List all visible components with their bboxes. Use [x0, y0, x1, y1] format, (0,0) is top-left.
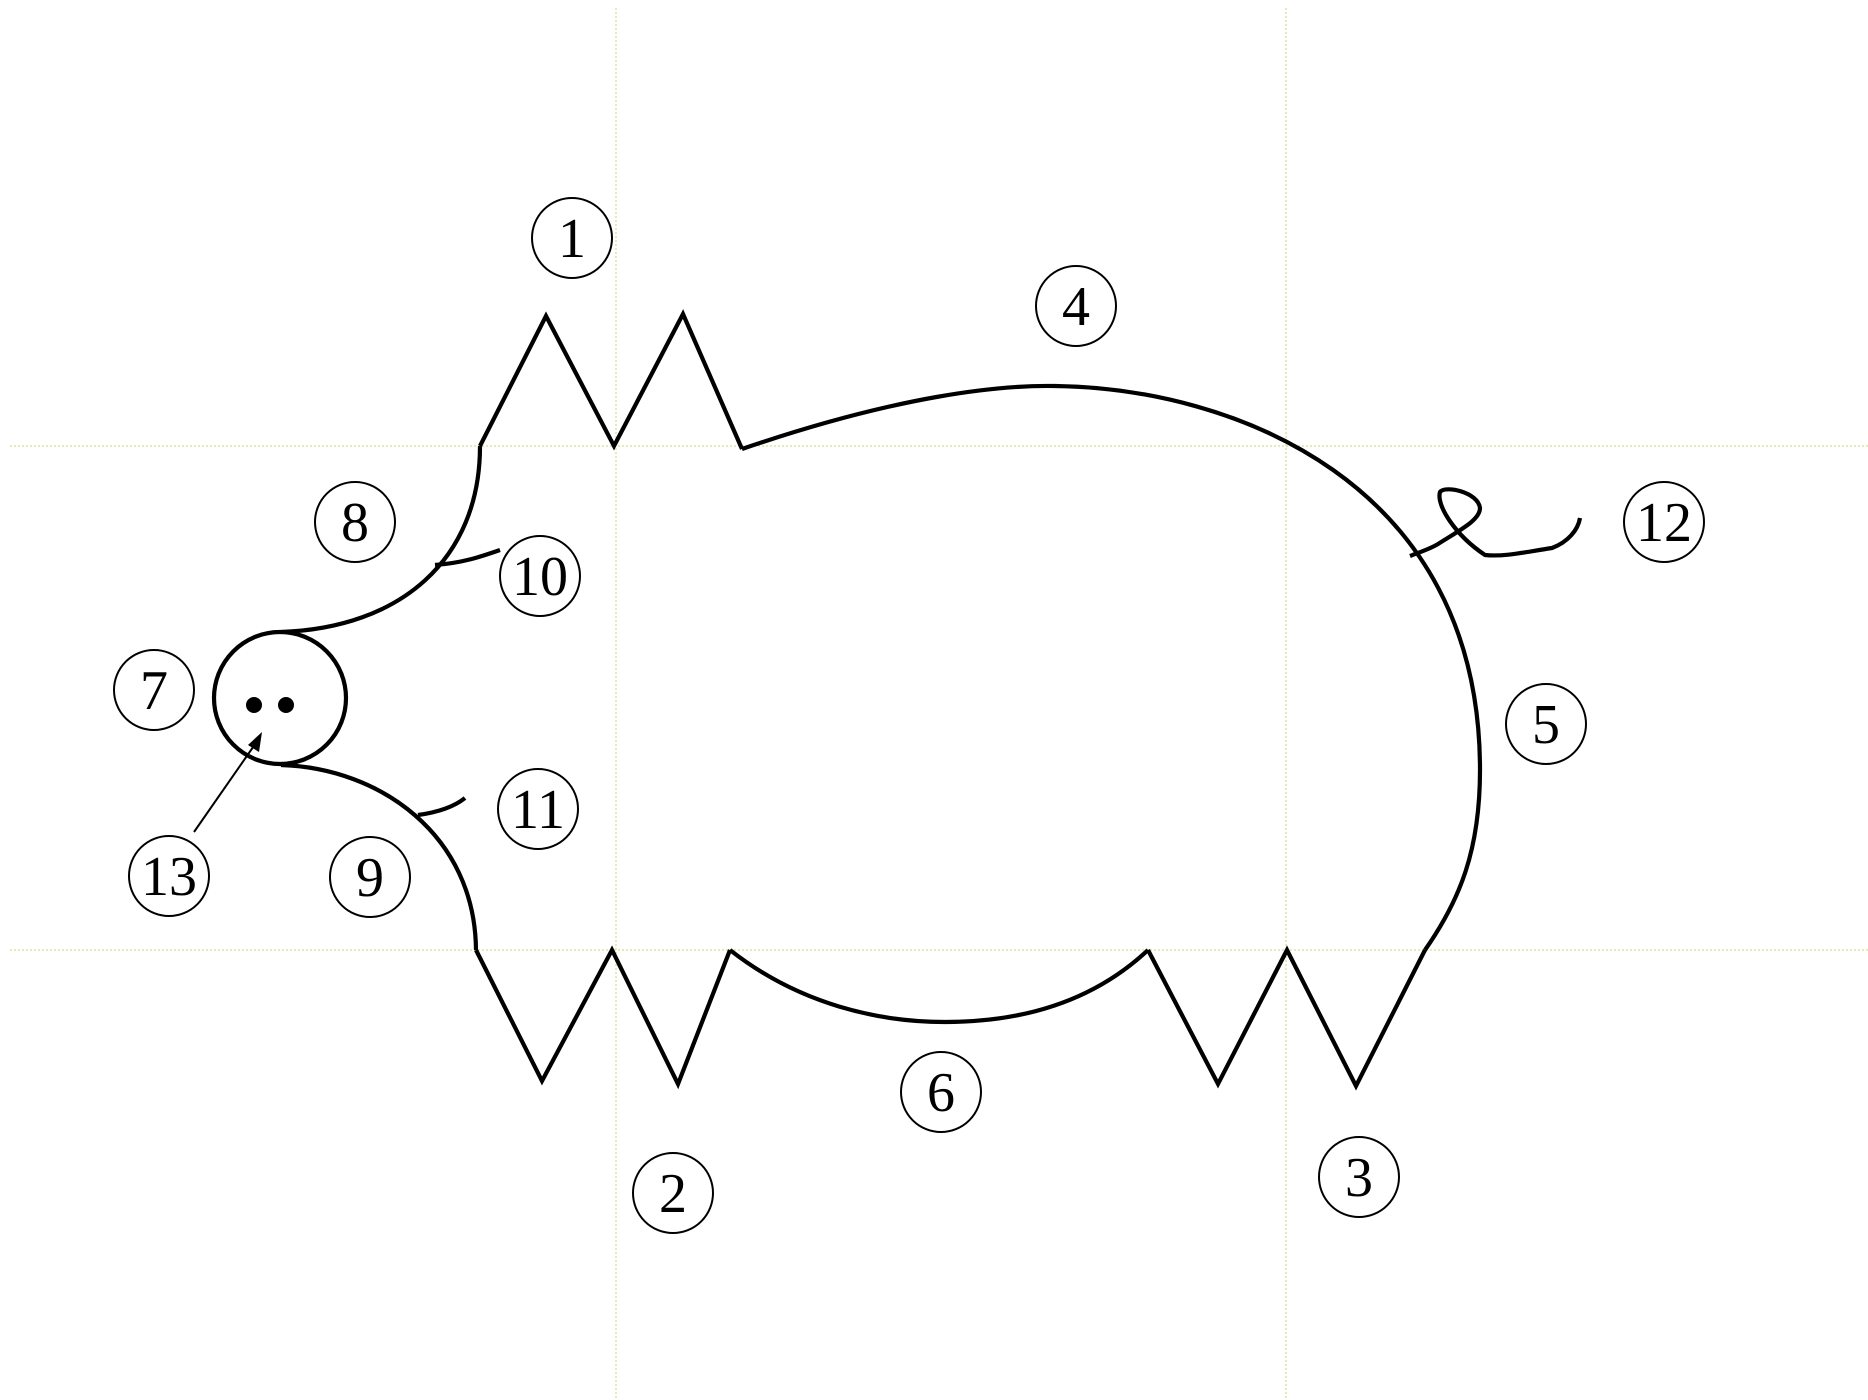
- badge-10-text: 10: [512, 546, 568, 608]
- badge-9: 9: [330, 837, 410, 917]
- lower-ear: [418, 798, 465, 815]
- badge-8: 8: [315, 482, 395, 562]
- badge-13-text: 13: [141, 846, 197, 908]
- nostril-left: [246, 697, 262, 713]
- arrow-shaft: [194, 740, 258, 832]
- belly-curve: [730, 950, 1148, 1022]
- badge-12: 12: [1624, 482, 1704, 562]
- badge-13: 13: [129, 836, 209, 916]
- badge-6: 6: [901, 1052, 981, 1132]
- back-curve: [742, 386, 1480, 950]
- front-legs: [476, 950, 730, 1084]
- badge-6-text: 6: [927, 1062, 955, 1124]
- badge-11: 11: [498, 769, 578, 849]
- badge-4: 4: [1036, 266, 1116, 346]
- nostril-right: [278, 697, 294, 713]
- badge-3: 3: [1319, 1137, 1399, 1217]
- badge-3-text: 3: [1345, 1147, 1373, 1209]
- arrow-head: [248, 732, 262, 752]
- badge-1-text: 1: [558, 208, 586, 270]
- badge-12-text: 12: [1636, 492, 1692, 554]
- badge-5-text: 5: [1532, 694, 1560, 756]
- snout-circle: [214, 632, 346, 764]
- badge-8-text: 8: [341, 492, 369, 554]
- badge-9-text: 9: [356, 847, 384, 909]
- badge-11-text: 11: [511, 779, 565, 841]
- badge-10: 10: [500, 536, 580, 616]
- badge-1: 1: [532, 198, 612, 278]
- badge-5: 5: [1506, 684, 1586, 764]
- badge-7: 7: [114, 650, 194, 730]
- badge-2: 2: [633, 1153, 713, 1233]
- back-spikes: [480, 314, 742, 449]
- curly-tail: [1410, 489, 1580, 556]
- badge-7-text: 7: [140, 660, 168, 722]
- badge-2-text: 2: [659, 1163, 687, 1225]
- badge-4-text: 4: [1062, 276, 1090, 338]
- pig-outline: [214, 314, 1580, 1086]
- nostril-arrow: [194, 732, 262, 832]
